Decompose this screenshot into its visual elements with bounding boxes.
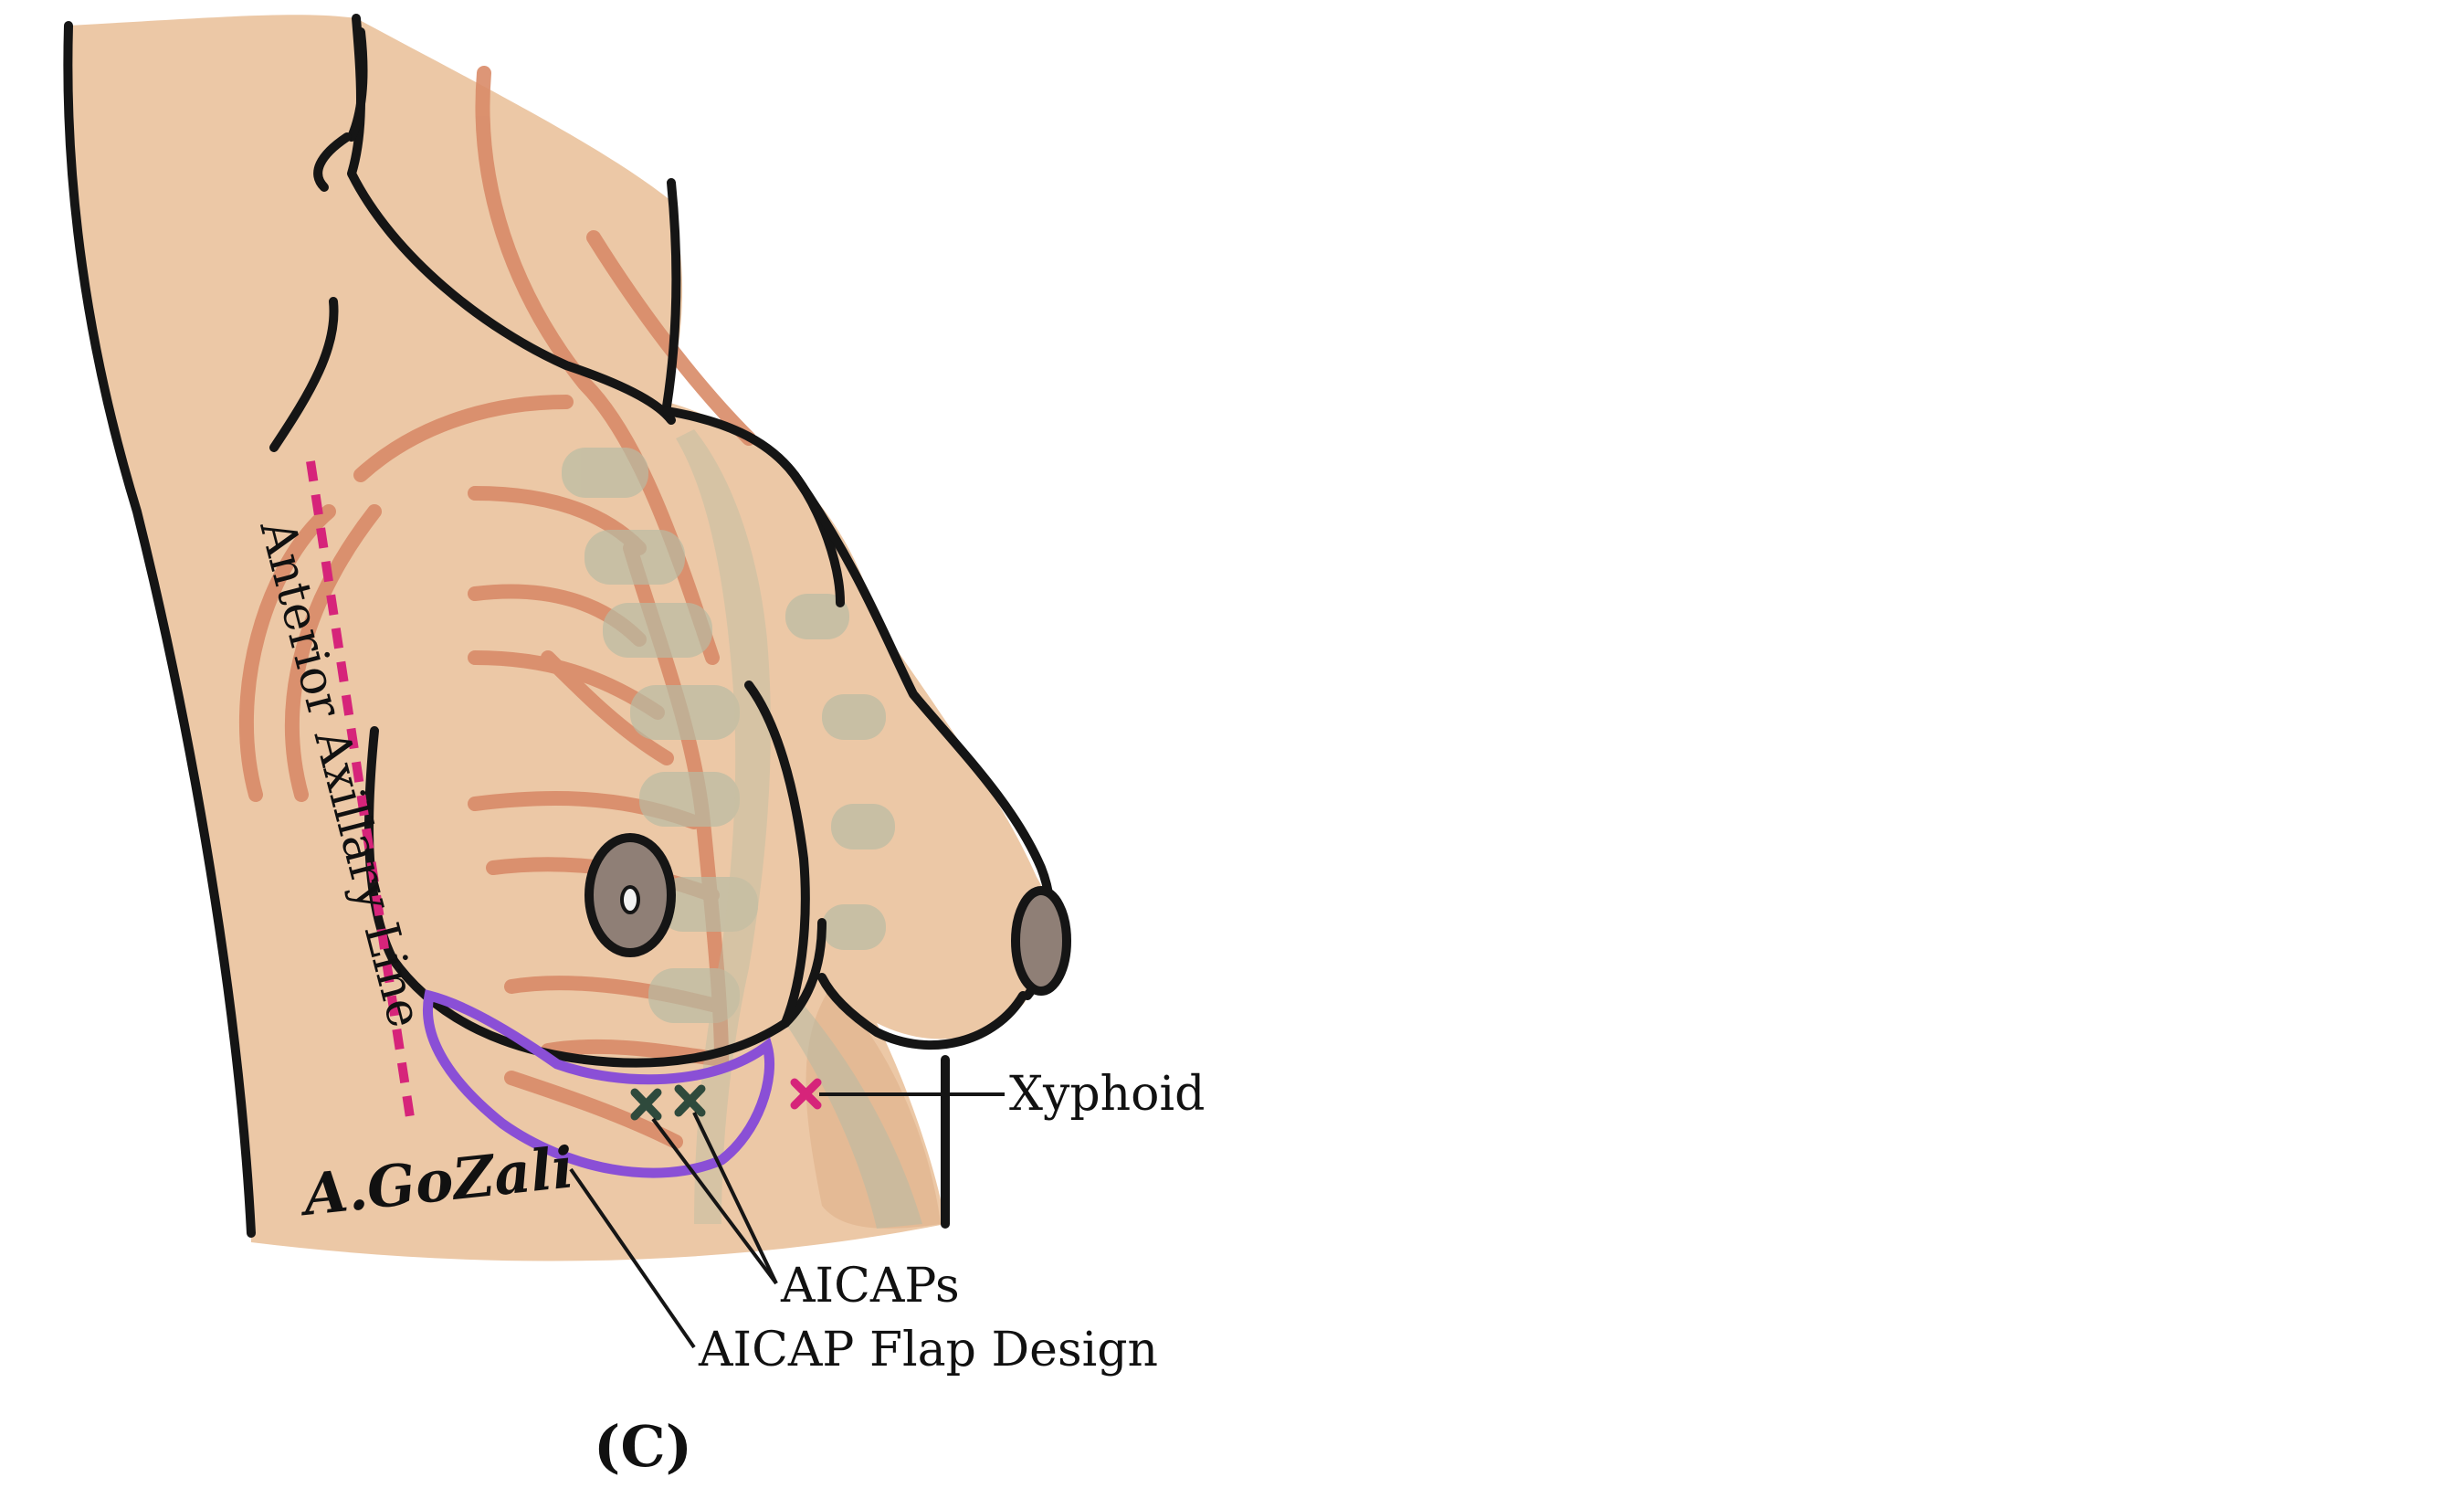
body-outlines (63, 14, 1056, 1238)
aicap-marks (630, 1084, 706, 1121)
leader-lines (569, 1092, 1005, 1349)
aicap-flap-outline (423, 989, 775, 1178)
torso-skin (68, 15, 1050, 1261)
xyphoid-mark (790, 1078, 822, 1110)
areola (1011, 886, 1071, 996)
panel-label: (C) (594, 1413, 692, 1480)
xyphoid-label: Xyphoid (1009, 1067, 1205, 1122)
flap-design-label: AICAP Flap Design (698, 1323, 1158, 1377)
anterior-axillary-line (306, 460, 416, 1124)
aicaps-label: AICAPs (780, 1259, 960, 1314)
contralateral-nipple (620, 885, 640, 914)
ribs (562, 429, 922, 1229)
